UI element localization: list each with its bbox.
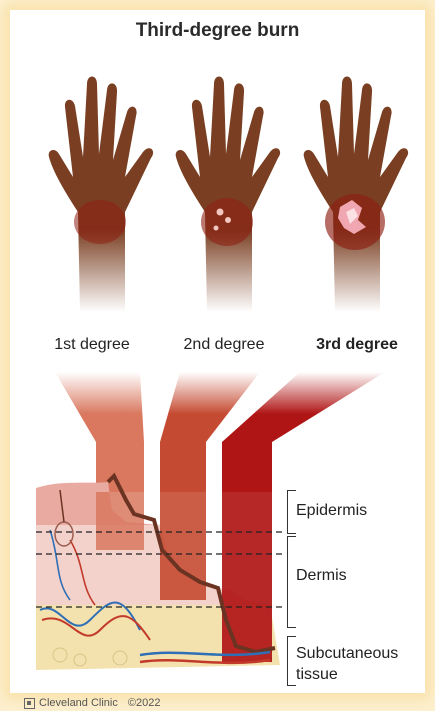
label-subcutaneous-line1: Subcutaneous — [296, 643, 398, 664]
epidermis-bracket — [287, 490, 296, 534]
beam-1st-degree — [55, 372, 144, 442]
page-title: Third-degree burn — [0, 20, 435, 42]
subcutaneous-bracket — [287, 636, 296, 686]
hand-2nd-degree — [172, 62, 292, 312]
hand-1st-degree — [45, 62, 165, 312]
footer-brand: Cleveland Clinic — [39, 697, 118, 709]
cleveland-clinic-logo-icon — [24, 698, 35, 709]
hand-3rd-degree — [300, 62, 420, 312]
label-subcutaneous-line2: tissue — [296, 664, 398, 685]
footer-copyright: ©2022 — [128, 697, 161, 709]
label-2nd-degree: 2nd degree — [159, 336, 289, 354]
label-3rd-degree: 3rd degree — [292, 336, 422, 354]
skin-cross-section — [30, 470, 290, 685]
label-dermis: Dermis — [296, 565, 347, 586]
label-subcutaneous: Subcutaneous tissue — [296, 643, 398, 685]
dermis-bracket — [287, 536, 296, 628]
label-epidermis: Epidermis — [296, 500, 367, 521]
footer: Cleveland Clinic ©2022 — [24, 697, 160, 709]
label-1st-degree: 1st degree — [27, 336, 157, 354]
